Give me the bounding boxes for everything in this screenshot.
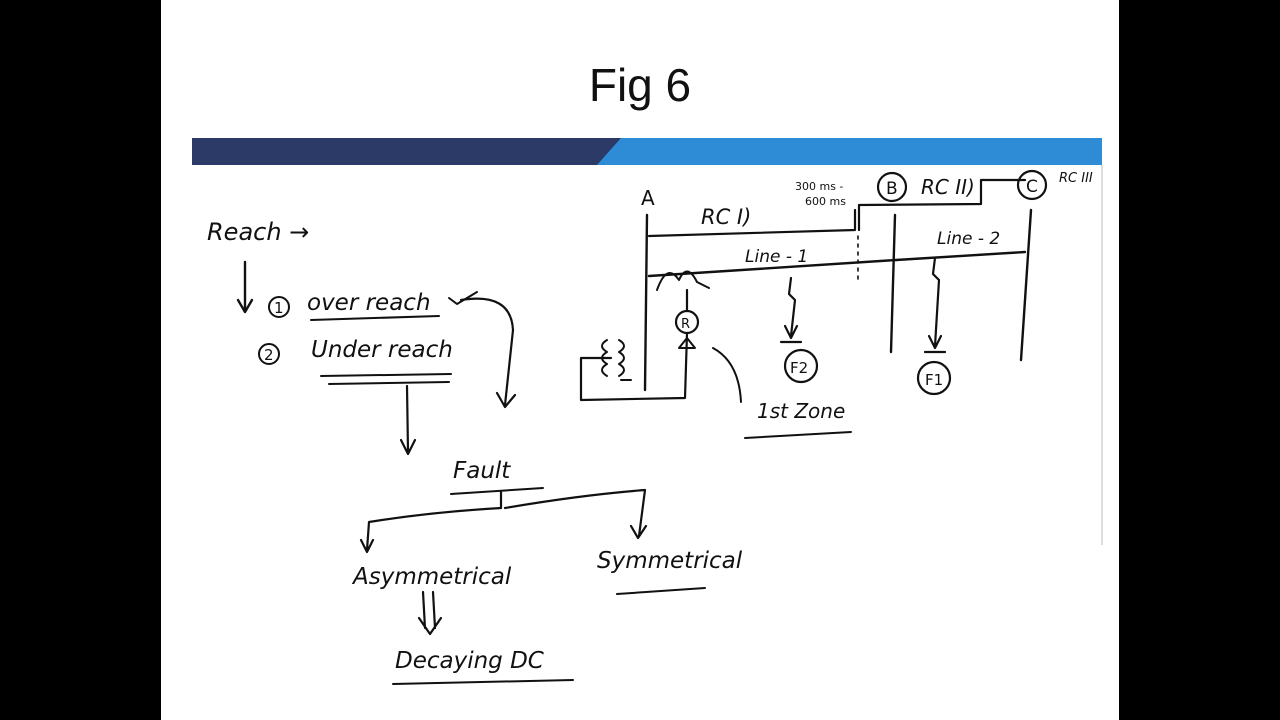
zone-two-reach-bracket: [857, 178, 1027, 232]
potential-transformer-coil: [601, 339, 632, 381]
bus-b-circle: [876, 171, 908, 203]
bus-a-label: A: [641, 186, 655, 210]
fault-f1-arrow: [923, 256, 947, 354]
banner-light-segment: [597, 138, 1102, 165]
reach-down-arrow: [236, 260, 254, 314]
relay-wiring: [579, 288, 689, 402]
bus-b-line: [889, 213, 897, 354]
zone-two-reach-label: RC II): [921, 175, 975, 199]
reach-label: Reach →: [207, 218, 309, 246]
bus-c-circle: [1016, 169, 1048, 201]
slide-title: Fig 6: [588, 59, 692, 111]
fault-label: Fault: [453, 458, 511, 484]
reach-notes: Reach → 1 over reach 2 Under reach Fault…: [207, 218, 743, 685]
underreach-label: Under reach: [311, 337, 453, 363]
zone-two-time-label-2: 600 ms: [805, 195, 846, 208]
zone-one-pointer: [712, 347, 742, 403]
line-two-conductor: [894, 250, 1027, 262]
number-one-circle: [268, 296, 290, 318]
asymmetrical-label: Asymmetrical: [351, 564, 512, 590]
zone-one-reach-bracket: [647, 208, 857, 238]
fault-f2-circle: [783, 348, 819, 384]
fault-branch-left: [359, 490, 503, 554]
fault-f2-arrow: [779, 276, 803, 344]
protection-circuit: A RC I) 300 ms - 600 ms B RC II) C RC II…: [579, 169, 1093, 439]
line-one-label: Line - 1: [745, 247, 808, 267]
number-two-label: 2: [264, 346, 274, 364]
fault-f2-label: F2: [790, 359, 808, 377]
relay-trip-arrow: [678, 337, 696, 349]
slide: Fig 6 Reach → 1 over reach 2 Under reach…: [161, 0, 1119, 720]
number-two-circle: [258, 343, 280, 365]
zone-one-reach-label: RC I): [701, 205, 751, 229]
content-edge-line: [1101, 165, 1103, 545]
number-one-label: 1: [274, 299, 284, 317]
overreach-label: over reach: [307, 290, 431, 316]
zone-one-label: 1st Zone: [757, 399, 845, 423]
symmetrical-label: Symmetrical: [597, 548, 743, 574]
banner-dark-segment: [192, 138, 622, 165]
overreach-check-mark: [448, 291, 478, 305]
header-banner: [192, 138, 1102, 165]
decaying-dc-label: Decaying DC: [395, 648, 544, 674]
bus-b-label: B: [886, 179, 898, 199]
bus-c-label: C: [1026, 177, 1038, 197]
fault-branch-right: [503, 488, 648, 540]
fault-underline: [450, 487, 544, 495]
fault-f1-label: F1: [925, 371, 943, 389]
symmetrical-underline: [616, 587, 706, 595]
zone-one-underline: [744, 431, 852, 439]
bus-a-line: [643, 213, 649, 392]
fault-f1-circle: [916, 360, 952, 396]
bus-c-line: [1019, 208, 1033, 362]
relay-label: R: [681, 317, 690, 332]
decaying-dc-underline: [392, 679, 574, 685]
overreach-underline: [310, 315, 440, 321]
overreach-arrow: [459, 297, 517, 409]
handwritten-board: Reach → 1 over reach 2 Under reach Fault…: [207, 169, 1093, 685]
underreach-underline: [320, 373, 452, 385]
zone-two-time-label-1: 300 ms -: [795, 180, 843, 193]
underreach-arrow: [399, 384, 417, 456]
zone-three-reach-label: RC III: [1059, 171, 1093, 186]
double-arrow-down: [417, 590, 443, 636]
current-transformer-coil: [656, 270, 710, 291]
line-two-label: Line - 2: [937, 229, 1000, 249]
